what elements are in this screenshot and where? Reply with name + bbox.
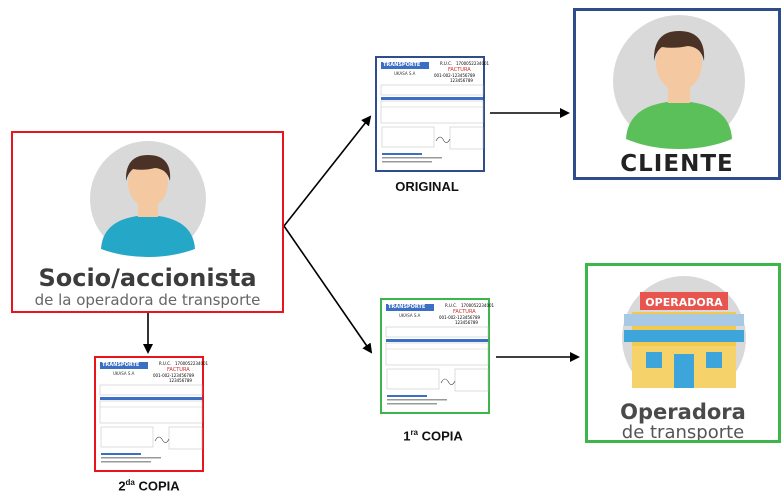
invoice-company: UKASA S.A [394, 71, 416, 76]
invoice-auth: 123456789 [450, 78, 473, 83]
invoice-brand: TRANSPORTE [381, 62, 429, 69]
person-avatar-icon [613, 15, 745, 149]
socio-title: Socio/accionista [38, 264, 257, 292]
operadora-banner: OPERADORA [645, 296, 723, 309]
invoice-ruc-label: R.U.C. [445, 303, 458, 308]
cliente-card: CLIENTE [573, 8, 781, 180]
cliente-title: CLIENTE [620, 151, 734, 177]
socio-subtitle: de la operadora de transporte [34, 291, 261, 309]
caption-number: 2 [118, 478, 126, 494]
invoice-primera-copia: TRANSPORTE UKASA S.A R.U.C. 170005223400… [380, 298, 494, 414]
invoice-company: UKASA S.A [113, 371, 135, 376]
invoice-segunda-copia: TRANSPORTE UKASA S.A R.U.C. 170005223400… [94, 356, 208, 472]
invoice-ruc-value: 1700052234001 [456, 61, 490, 66]
invoice-ruc-value: 1700052234001 [461, 303, 495, 308]
invoice-ruc-label: R.U.C. [159, 361, 172, 366]
invoice-segunda-caption: 2da COPIA [94, 478, 204, 493]
invoice-number: 001-002-123456789 [439, 315, 481, 320]
invoice-body: TRANSPORTE UKASA S.A R.U.C. 170005223400… [99, 361, 208, 467]
arrow-to-primera-copia [283, 225, 373, 354]
socio-card: Socio/accionista de la operadora de tran… [11, 131, 284, 313]
invoice-auth: 123456789 [455, 320, 478, 325]
arrow-to-original [283, 115, 372, 227]
invoice-primera-caption: 1ra COPIA [378, 428, 488, 443]
operadora-card: OPERADORA Operadora de transporte [585, 263, 781, 443]
caption-text: COPIA [418, 428, 463, 444]
invoice-number: 001-002-123456789 [153, 373, 195, 378]
invoice-lines [385, 326, 489, 405]
invoice-brand: TRANSPORTE [100, 362, 148, 369]
invoice-number: 001-002-123456789 [434, 73, 476, 78]
operadora-subtitle: de transporte [621, 422, 745, 443]
invoice-auth: 123456789 [169, 378, 192, 383]
invoice-lines [99, 384, 203, 463]
invoice-lines [380, 84, 484, 163]
invoice-doc-type: FACTURA [448, 67, 471, 73]
invoice-original: TRANSPORTE UKASA S.A R.U.C. 170005223400… [375, 56, 489, 172]
caption-number: 1 [403, 428, 411, 444]
invoice-ruc-label: R.U.C. [440, 61, 453, 66]
caption-superscript: ra [410, 428, 418, 437]
person-avatar-icon [90, 141, 206, 257]
invoice-company: UKASA S.A [399, 313, 421, 318]
operadora-title: Operadora [620, 400, 746, 424]
invoice-body: TRANSPORTE UKASA S.A R.U.C. 170005223400… [385, 303, 494, 409]
building-icon [622, 276, 746, 388]
invoice-brand: TRANSPORTE [386, 304, 434, 311]
invoice-original-caption: ORIGINAL [395, 179, 459, 194]
caption-text: COPIA [134, 478, 180, 494]
invoice-ruc-value: 1700052234001 [175, 361, 209, 366]
invoice-doc-type: FACTURA [453, 309, 476, 315]
invoice-body: TRANSPORTE UKASA S.A R.U.C. 170005223400… [380, 61, 489, 167]
caption-superscript: da [125, 478, 135, 487]
invoice-doc-type: FACTURA [167, 367, 190, 373]
